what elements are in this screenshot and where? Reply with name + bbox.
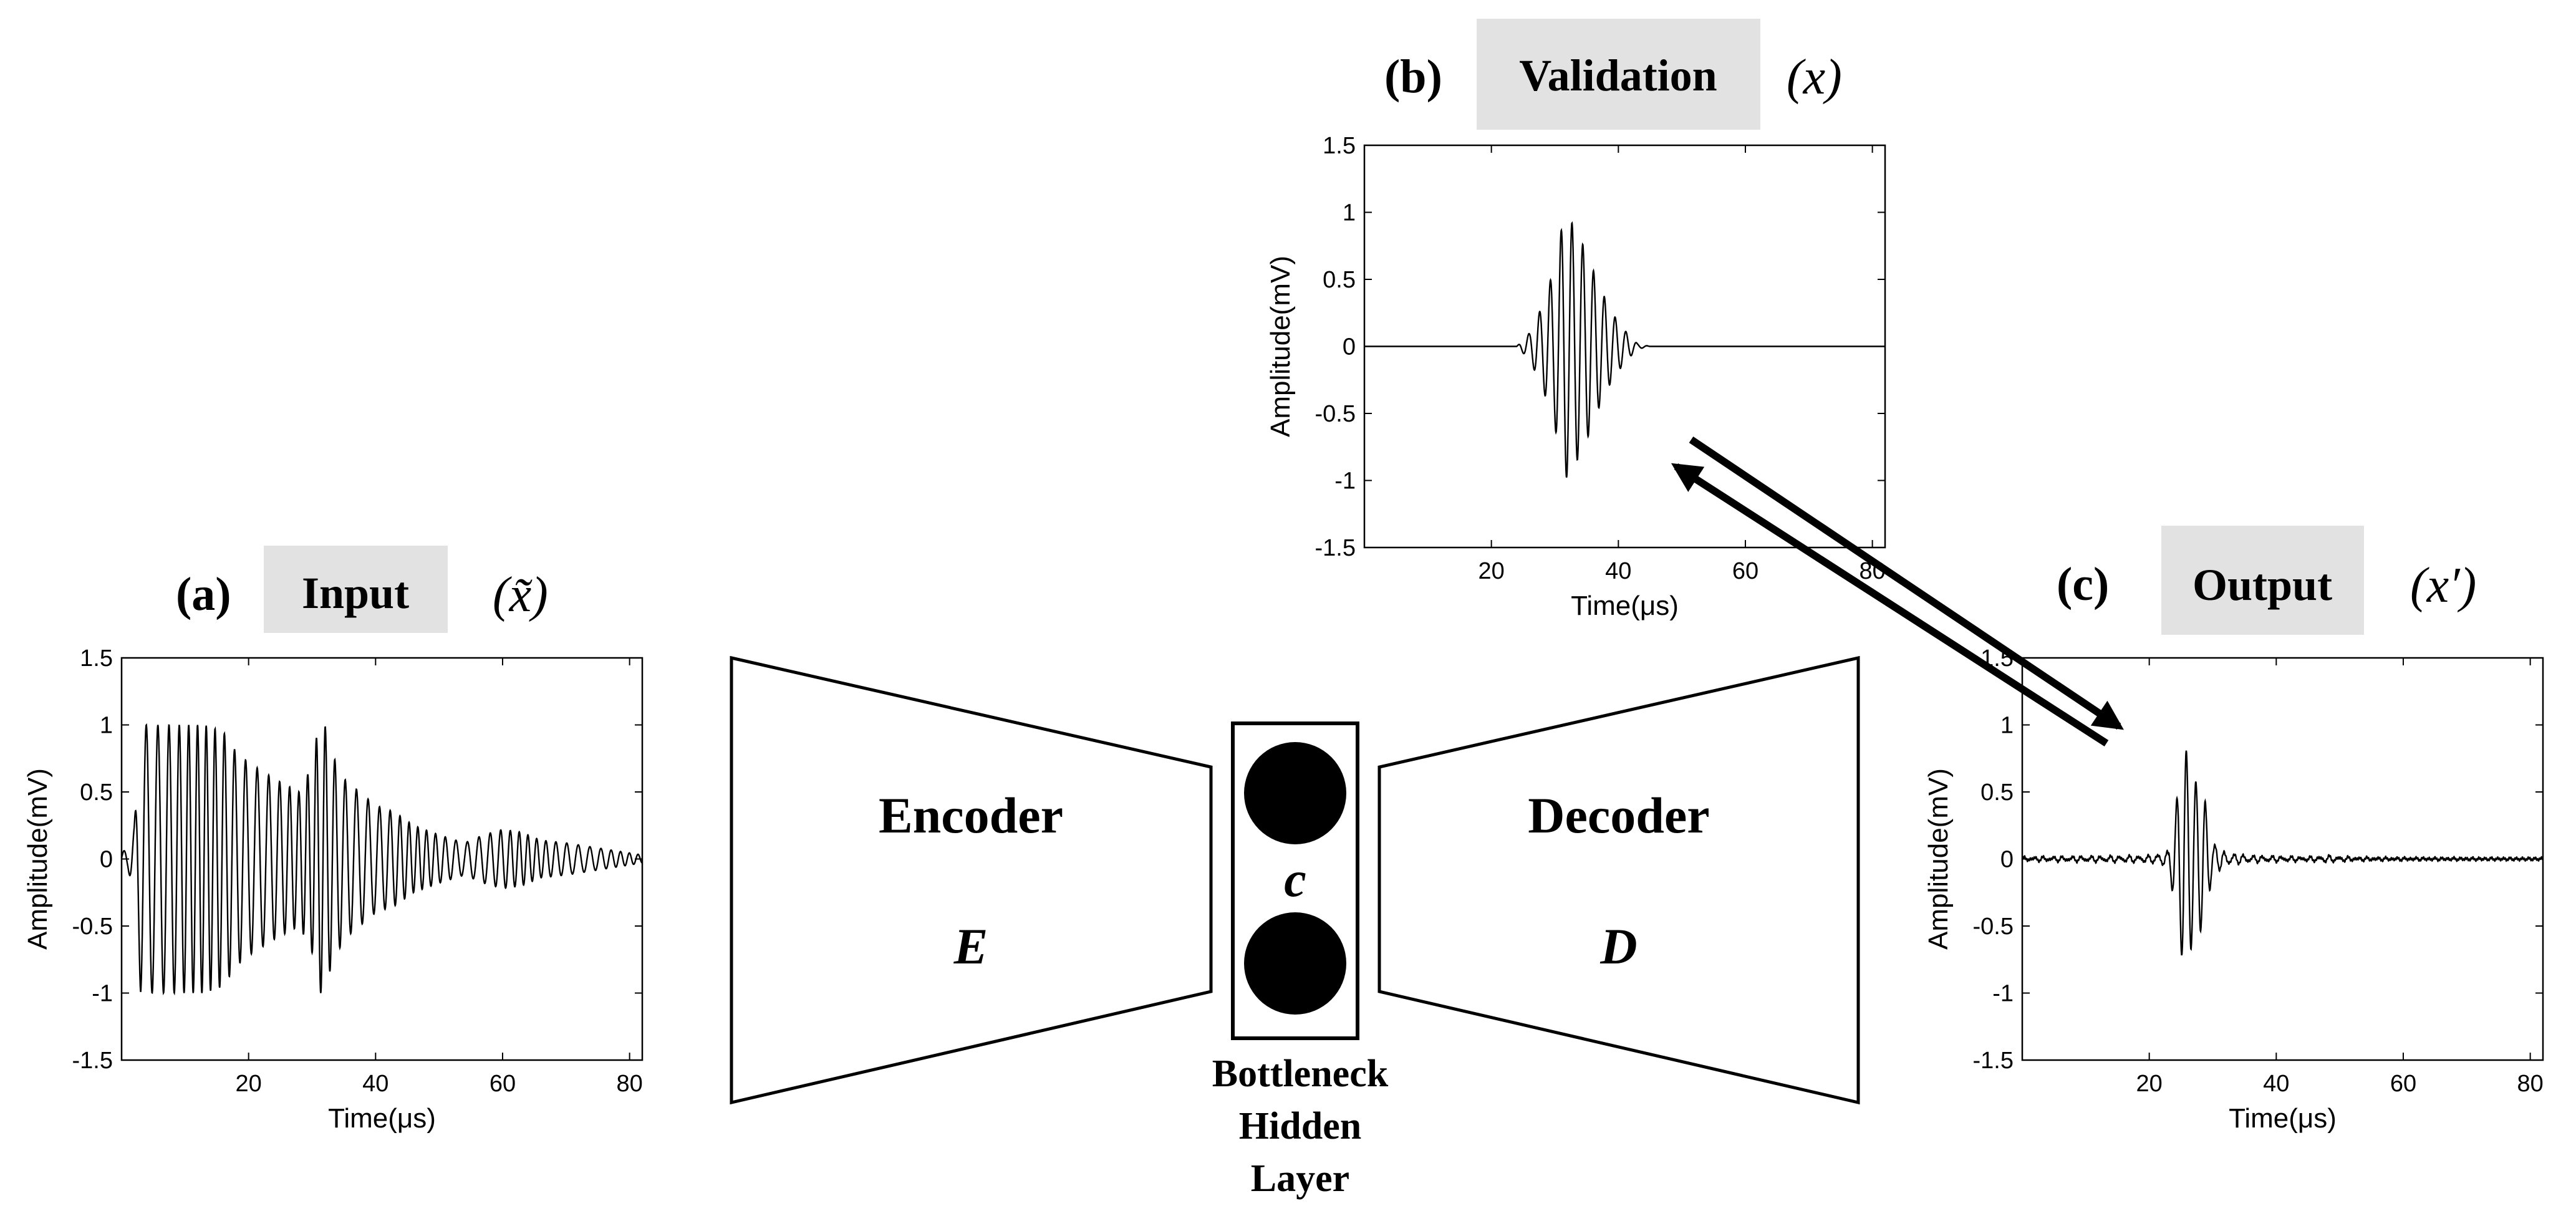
y-tick-label: -1: [92, 981, 113, 1007]
x-tick-label: 40: [1605, 558, 1631, 584]
y-tick-label: 0: [1343, 334, 1356, 360]
y-axis-label: Amplitude(mV): [1923, 768, 1954, 950]
y-tick-label: 0: [100, 847, 113, 873]
y-tick-label: 0.5: [1323, 267, 1356, 293]
comparison-arrows: [1671, 437, 2124, 747]
x-tick-label: 40: [362, 1071, 388, 1097]
output-panel-letter: (c): [2057, 558, 2109, 610]
bottleneck-box: [1231, 721, 1359, 1040]
encoder-block: Encoder E: [730, 655, 1213, 1105]
y-tick-label: 0: [2000, 847, 2014, 873]
x-tick-label: 20: [2136, 1071, 2163, 1097]
y-tick-label: 1.5: [1323, 133, 1356, 159]
signal-trace: [2021, 750, 2544, 956]
input-panel-letter: (a): [176, 568, 231, 620]
y-axis-label: Amplitude(mV): [1265, 256, 1296, 437]
validation-panel-letter: (b): [1384, 51, 1442, 103]
bottleneck-label-line-3: Layer: [1251, 1157, 1349, 1200]
bottleneck-label-line-2: Hidden: [1239, 1105, 1361, 1147]
encoder-trapezoid: [730, 655, 1213, 1105]
validation-header-box: [1477, 19, 1760, 130]
x-tick-label: 40: [2263, 1071, 2289, 1097]
y-tick-label: 1: [2000, 713, 2014, 739]
y-tick-label: -0.5: [1315, 401, 1356, 427]
bottleneck-layer: c Bottleneck Hidden Layer: [1212, 721, 1389, 1200]
signal-trace: [1364, 221, 1885, 478]
y-tick-label: 1.5: [80, 645, 113, 672]
x-tick-label: 20: [1479, 558, 1505, 584]
output-header-label: Output: [2192, 560, 2332, 610]
y-tick-label: -1.5: [1315, 535, 1356, 561]
input-header: (a) Input (x̃): [176, 546, 548, 633]
bottleneck-node-top: [1244, 742, 1346, 844]
y-tick-label: -0.5: [1973, 914, 2014, 940]
encoder-label: Encoder: [879, 787, 1063, 844]
y-tick-label: -1.5: [1973, 1048, 2014, 1074]
y-tick-label: 1: [1343, 200, 1356, 226]
x-tick-label: 20: [236, 1071, 262, 1097]
arrow-to-validation: [1671, 463, 2109, 747]
output-header-box: [2161, 526, 2364, 635]
y-tick-label: 1: [100, 713, 113, 739]
y-tick-label: -0.5: [72, 914, 113, 940]
validation-header-label: Validation: [1519, 51, 1717, 100]
x-axis-label: Time(μs): [2229, 1103, 2337, 1134]
decoder-symbol: D: [1599, 918, 1637, 975]
code-symbol: c: [1284, 852, 1306, 907]
x-tick-label: 60: [490, 1071, 516, 1097]
x-tick-label: 60: [2390, 1071, 2416, 1097]
input-header-label: Input: [302, 568, 409, 618]
x-tick-label: 60: [1732, 558, 1758, 584]
bottleneck-node-bottom: [1244, 912, 1346, 1015]
decoder-block: Decoder D: [1377, 655, 1860, 1105]
y-tick-label: -1: [1992, 981, 2014, 1007]
y-tick-label: 0.5: [1980, 779, 2014, 806]
signal-trace: [120, 723, 643, 996]
bottleneck-label-line-1: Bottleneck: [1212, 1053, 1389, 1095]
validation-symbol: (x): [1787, 50, 1842, 105]
decoder-label: Decoder: [1528, 787, 1709, 844]
y-axis-label: Amplitude(mV): [22, 768, 53, 950]
y-tick-label: 0.5: [80, 779, 113, 806]
encoder-symbol: E: [953, 918, 988, 975]
x-tick-label: 80: [2517, 1071, 2543, 1097]
validation-header: (b) Validation (x): [1384, 19, 1842, 130]
y-tick-label: -1: [1334, 468, 1356, 495]
x-tick-label: 80: [616, 1071, 642, 1097]
y-tick-label: -1.5: [72, 1048, 113, 1074]
input-header-box: [264, 546, 448, 633]
arrow-to-output: [1689, 437, 2124, 730]
output-header: (c) Output (x′): [2057, 526, 2476, 635]
x-axis-label: Time(μs): [1571, 591, 1679, 621]
input-symbol: (x̃): [493, 567, 548, 622]
decoder-trapezoid: [1377, 655, 1860, 1105]
x-axis-label: Time(μs): [328, 1103, 436, 1134]
output-symbol: (x′): [2410, 558, 2476, 613]
